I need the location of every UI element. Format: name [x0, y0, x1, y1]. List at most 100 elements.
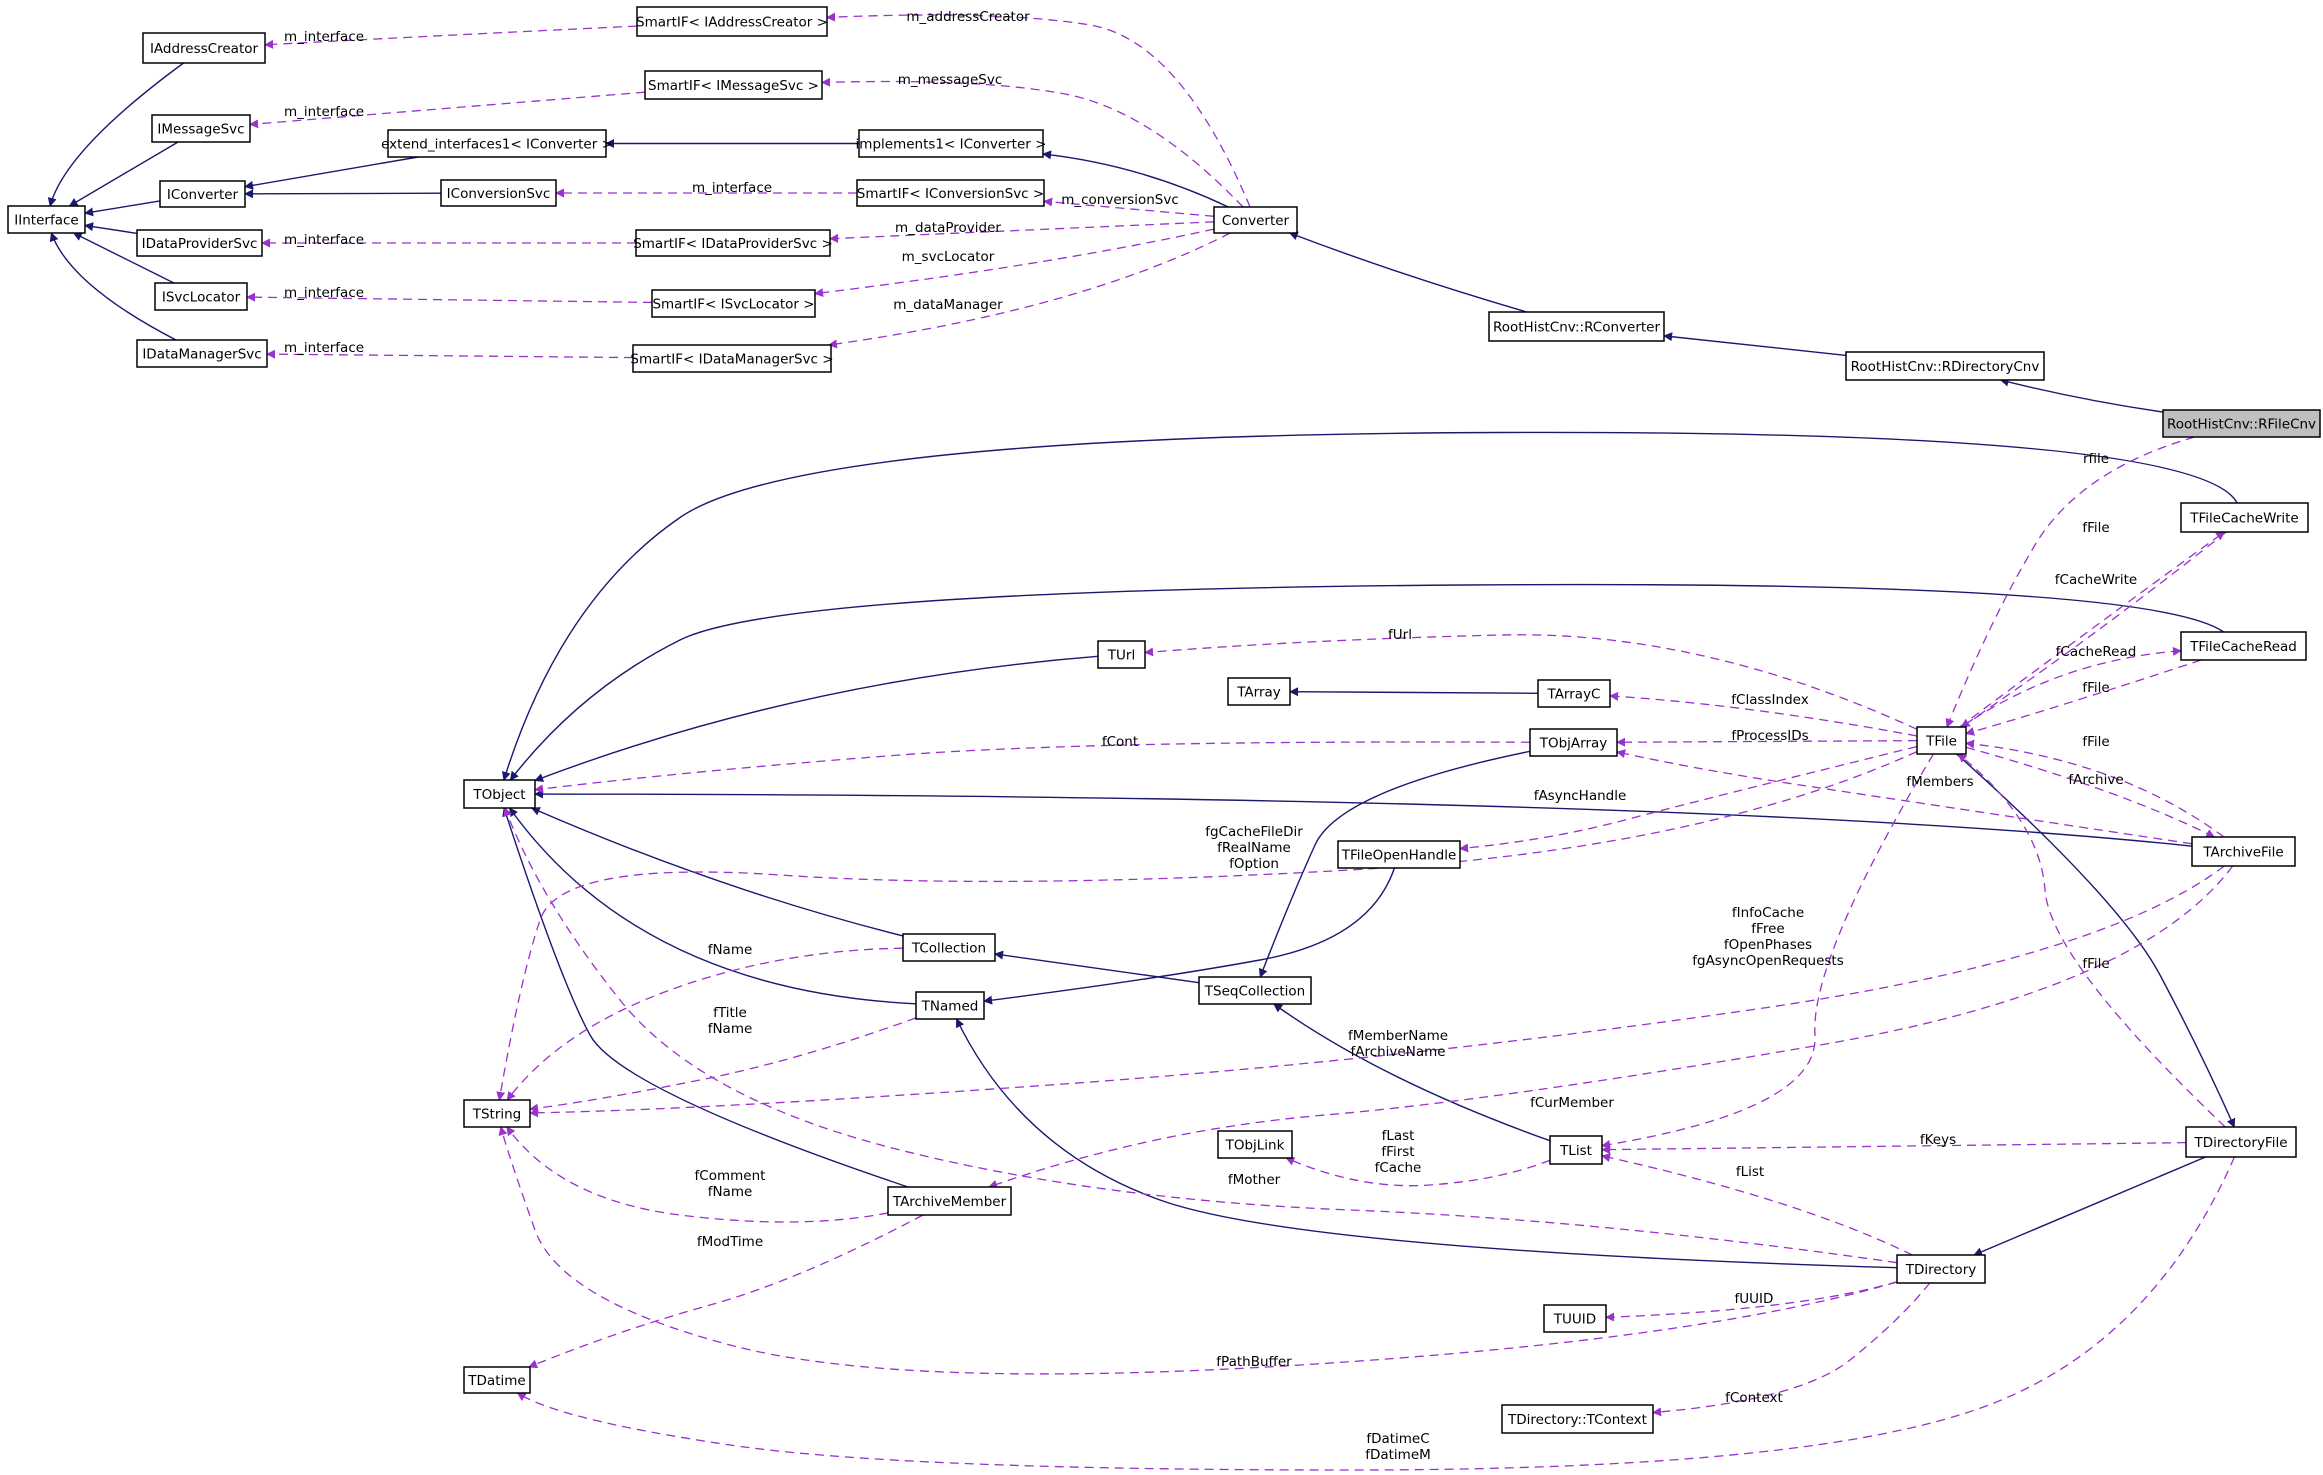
- class-node-tseqcollection[interactable]: TSeqCollection: [1198, 976, 1312, 1005]
- edge-label-line: m_interface: [284, 29, 364, 45]
- class-node-box[interactable]: [2191, 836, 2296, 867]
- class-node-tfileopenhandle[interactable]: TFileOpenHandle: [1337, 840, 1461, 869]
- class-node-box[interactable]: [1543, 1304, 1607, 1333]
- class-node-smartif-idataprovidersvc[interactable]: SmartIF< IDataProviderSvc >: [633, 229, 833, 257]
- class-node-tarrayc[interactable]: TArrayC: [1537, 679, 1611, 708]
- class-node-box[interactable]: [1537, 679, 1611, 708]
- class-node-smartif-imessagesvc[interactable]: SmartIF< IMessageSvc >: [644, 70, 823, 100]
- usage-edge-Converter-to-SmartIF_IConversionSvc: [1043, 197, 1215, 217]
- class-node-tarchivemember[interactable]: TArchiveMember: [887, 1186, 1012, 1216]
- class-node-box[interactable]: [915, 991, 985, 1020]
- usage-edge-TDirectoryFile-to-TDatime: [516, 1156, 2236, 1471]
- class-node-box[interactable]: [1217, 1130, 1293, 1159]
- class-node-tarchivefile[interactable]: TArchiveFile: [2191, 836, 2296, 867]
- class-node-box[interactable]: [1845, 351, 2045, 381]
- class-node-box[interactable]: [902, 933, 996, 962]
- class-node-box[interactable]: [1501, 1404, 1654, 1434]
- class-node-box[interactable]: [159, 180, 246, 208]
- class-node-box[interactable]: [463, 1366, 531, 1394]
- class-node-box[interactable]: [2162, 409, 2321, 438]
- class-node-tdirectoryfile[interactable]: TDirectoryFile: [2185, 1126, 2297, 1158]
- class-node-box[interactable]: [463, 1099, 531, 1128]
- class-node-tobjarray[interactable]: TObjArray: [1529, 728, 1618, 757]
- class-node-iconverter[interactable]: IConverter: [159, 180, 246, 208]
- class-node-box[interactable]: [154, 282, 248, 311]
- class-node-label: RootHistCnv::RFileCnv: [2167, 417, 2316, 433]
- class-node-box[interactable]: [2180, 631, 2307, 661]
- class-node-iconversionsvc[interactable]: IConversionSvc: [440, 179, 557, 207]
- class-node-rdirectorycnv[interactable]: RootHistCnv::RDirectoryCnv: [1845, 351, 2045, 381]
- class-node-tstring[interactable]: TString: [463, 1099, 531, 1128]
- class-node-label: SmartIF< IDataProviderSvc >: [633, 236, 833, 252]
- class-node-tobjlink[interactable]: TObjLink: [1217, 1130, 1293, 1159]
- class-node-box[interactable]: [887, 1186, 1012, 1216]
- class-node-tfile[interactable]: TFile: [1916, 726, 1967, 755]
- class-node-tnamed[interactable]: TNamed: [915, 991, 985, 1020]
- class-node-tfilecacheread[interactable]: TFileCacheRead: [2180, 631, 2307, 661]
- edge-label-m-interface-4: m_interface: [692, 180, 772, 196]
- edge-label-line: m_interface: [284, 340, 364, 356]
- class-node-box[interactable]: [1529, 728, 1618, 757]
- class-node-box[interactable]: [632, 344, 832, 373]
- class-node-box[interactable]: [136, 229, 263, 257]
- class-node-box[interactable]: [1488, 311, 1665, 342]
- class-node-box[interactable]: [1198, 976, 1312, 1005]
- class-node-box[interactable]: [7, 205, 86, 234]
- class-node-tcollection[interactable]: TCollection: [902, 933, 996, 962]
- class-node-tcontext[interactable]: TDirectory::TContext: [1501, 1404, 1654, 1434]
- class-node-rconverter[interactable]: RootHistCnv::RConverter: [1488, 311, 1665, 342]
- class-node-tdirectory[interactable]: TDirectory: [1896, 1254, 1986, 1284]
- class-node-box[interactable]: [1097, 640, 1146, 669]
- class-node-box[interactable]: [1896, 1254, 1986, 1284]
- class-node-iinterface[interactable]: IInterface: [7, 205, 86, 234]
- class-node-turl[interactable]: TUrl: [1097, 640, 1146, 669]
- edge-label-line: m_interface: [284, 285, 364, 301]
- class-node-box[interactable]: [151, 114, 251, 143]
- class-node-tfilecachewrite[interactable]: TFileCacheWrite: [2180, 502, 2309, 533]
- class-node-extend-interfaces1[interactable]: extend_interfaces1< IConverter >: [381, 129, 613, 158]
- class-node-box[interactable]: [136, 339, 268, 368]
- usage-edge-Converter-to-SmartIF_IMessageSvc: [821, 77, 1244, 208]
- class-node-isvclocator[interactable]: ISvcLocator: [154, 282, 248, 311]
- class-node-smartif-idatamanagersvc[interactable]: SmartIF< IDataManagerSvc >: [630, 344, 834, 373]
- class-node-box[interactable]: [2180, 502, 2309, 533]
- class-node-box[interactable]: [387, 129, 607, 158]
- class-node-converter[interactable]: Converter: [1213, 206, 1298, 234]
- class-node-box[interactable]: [440, 179, 557, 207]
- usage-edge-TNamed-to-TString: [529, 1017, 917, 1113]
- class-node-label: RootHistCnv::RDirectoryCnv: [1851, 359, 2040, 375]
- class-node-idataprovidersvc[interactable]: IDataProviderSvc: [136, 229, 263, 257]
- class-node-smartif-iaddresscreator[interactable]: SmartIF< IAddressCreator >: [636, 6, 828, 37]
- class-node-tdatime[interactable]: TDatime: [463, 1366, 531, 1394]
- class-node-box[interactable]: [635, 229, 831, 257]
- class-node-smartif-isvclocator[interactable]: SmartIF< ISvcLocator >: [651, 289, 816, 318]
- class-node-iaddresscreator[interactable]: IAddressCreator: [142, 32, 266, 64]
- class-node-box[interactable]: [2185, 1126, 2297, 1158]
- class-node-tobject[interactable]: TObject: [463, 779, 536, 809]
- class-node-tuuid[interactable]: TUUID: [1543, 1304, 1607, 1333]
- class-node-implements1[interactable]: implements1< IConverter >: [856, 129, 1047, 158]
- class-node-smartif-iconversionsvc[interactable]: SmartIF< IConversionSvc >: [856, 179, 1045, 207]
- class-node-box[interactable]: [858, 129, 1044, 158]
- class-node-box[interactable]: [1337, 840, 1461, 869]
- class-node-box[interactable]: [142, 32, 266, 64]
- class-node-box[interactable]: [1549, 1135, 1603, 1165]
- class-node-tarray[interactable]: TArray: [1227, 677, 1291, 706]
- class-node-rfilecnv[interactable]: RootHistCnv::RFileCnv: [2162, 409, 2321, 438]
- class-node-box[interactable]: [1916, 726, 1967, 755]
- class-node-box[interactable]: [1227, 677, 1291, 706]
- class-node-box[interactable]: [856, 179, 1045, 207]
- inheritance-edge-Converter-to-implements1: [1042, 150, 1229, 208]
- inheritance-edge-ISvcLocator-to-IInterface: [72, 232, 175, 284]
- class-node-box[interactable]: [463, 779, 536, 809]
- class-node-imessagesvc[interactable]: IMessageSvc: [151, 114, 251, 143]
- class-node-box[interactable]: [1213, 206, 1298, 234]
- class-node-box[interactable]: [651, 289, 816, 318]
- usage-edge-TArchiveMember-to-TString: [506, 1126, 889, 1223]
- class-node-box[interactable]: [644, 70, 823, 100]
- class-node-tlist[interactable]: TList: [1549, 1135, 1603, 1165]
- class-node-idatamanagersvc[interactable]: IDataManagerSvc: [136, 339, 268, 368]
- class-node-box[interactable]: [636, 6, 828, 37]
- class-node-label: TCollection: [911, 941, 986, 957]
